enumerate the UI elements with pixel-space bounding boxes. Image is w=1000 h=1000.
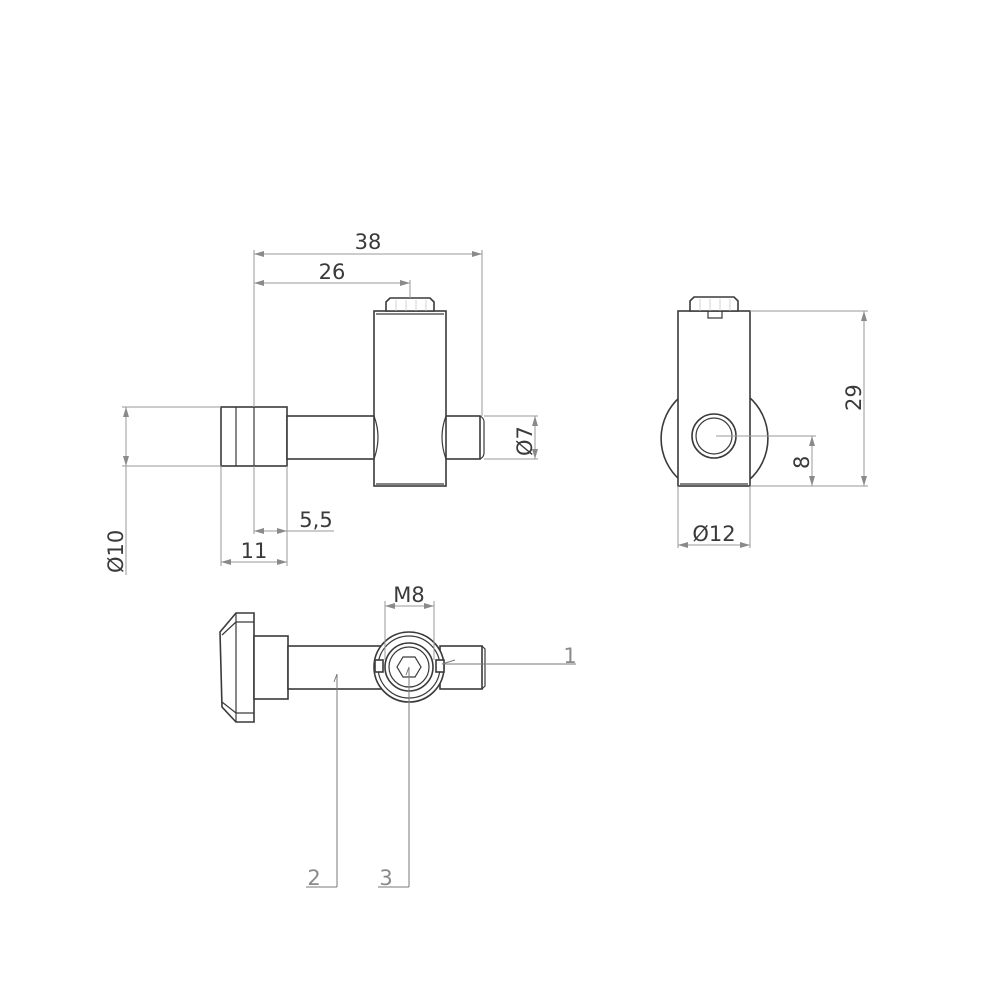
top-head (219, 612, 255, 723)
dim-to-axis: 26 (319, 260, 346, 284)
dim-head-diameter: Ø10 (104, 530, 128, 573)
dim-body-diameter: Ø12 (692, 522, 735, 546)
pin (444, 415, 481, 460)
intersection-curve (373, 415, 379, 460)
dim-hole-height: 8 (790, 456, 814, 469)
dim-pin-diameter: Ø7 (513, 426, 537, 456)
pin-chamfer (479, 415, 485, 460)
dim-head-offset: 5,5 (299, 508, 332, 532)
body-cylinder (373, 310, 447, 487)
part-label-2[interactable]: 2 (307, 866, 320, 890)
side-screw-head (689, 296, 739, 312)
side-view: 29 8 Ø12 (660, 296, 868, 548)
side-body (677, 310, 751, 487)
intersection-curve (441, 415, 447, 460)
slot (707, 311, 723, 319)
hex-socket-icon (396, 656, 422, 678)
screw-head (385, 297, 435, 312)
shaft (286, 415, 376, 460)
top-pin (439, 645, 483, 690)
dim-height: 29 (842, 384, 866, 411)
front-view: 38 26 Ø10 11 5,5 Ø7 (104, 230, 538, 575)
flange-left (660, 395, 681, 482)
top-collar (253, 635, 289, 700)
dim-thread: M8 (393, 583, 424, 607)
dim-overall-length: 38 (355, 230, 382, 254)
top-shaft (287, 645, 385, 690)
top-view: M8 1 2 3 (219, 583, 577, 890)
slot-left (374, 659, 384, 673)
part-label-3[interactable]: 3 (379, 866, 392, 890)
part-label-1[interactable]: 1 (563, 644, 576, 668)
slot-right (435, 659, 445, 673)
dim-head-length: 11 (241, 539, 268, 563)
flange-right (748, 395, 769, 482)
